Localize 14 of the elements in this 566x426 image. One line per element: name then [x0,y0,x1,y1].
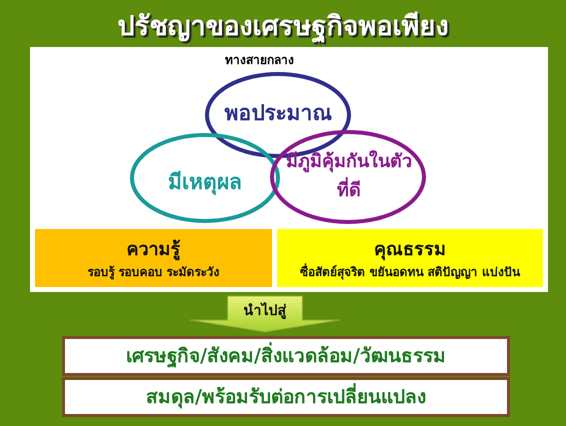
panel-caption: ทางสายกลาง [225,52,294,69]
panel-text: ซื่อสัตย์สุจริต ขยันอดทน สติปัญญา แบ่งปัน [299,262,522,281]
panel-heading: ความรู้ [126,238,182,262]
info-panel [35,229,272,287]
result-banner: เศรษฐกิจ/สังคม/สิ่งแวดล้อม/วัฒนธรรม [62,336,510,376]
panel-text: รอบรู้ รอบคอบ ระมัดระวัง [86,264,221,281]
arrow-label: นำไปสู่ [242,301,288,321]
info-panel [277,229,543,287]
result-banner: สมดุล/พร้อมรับต่อการเปลี่ยนแปลง [62,377,510,417]
circle-label: มีภูมิคุ้มกันในตัวที่ดี [286,149,412,203]
panel-heading: คุณธรรม [373,238,447,262]
circle-label: มีเหตุผล [167,169,243,197]
circle-label: พอประมาณ [224,100,332,127]
title: ปรัชญาของเศรษฐกิจพอเพียง [116,10,450,45]
